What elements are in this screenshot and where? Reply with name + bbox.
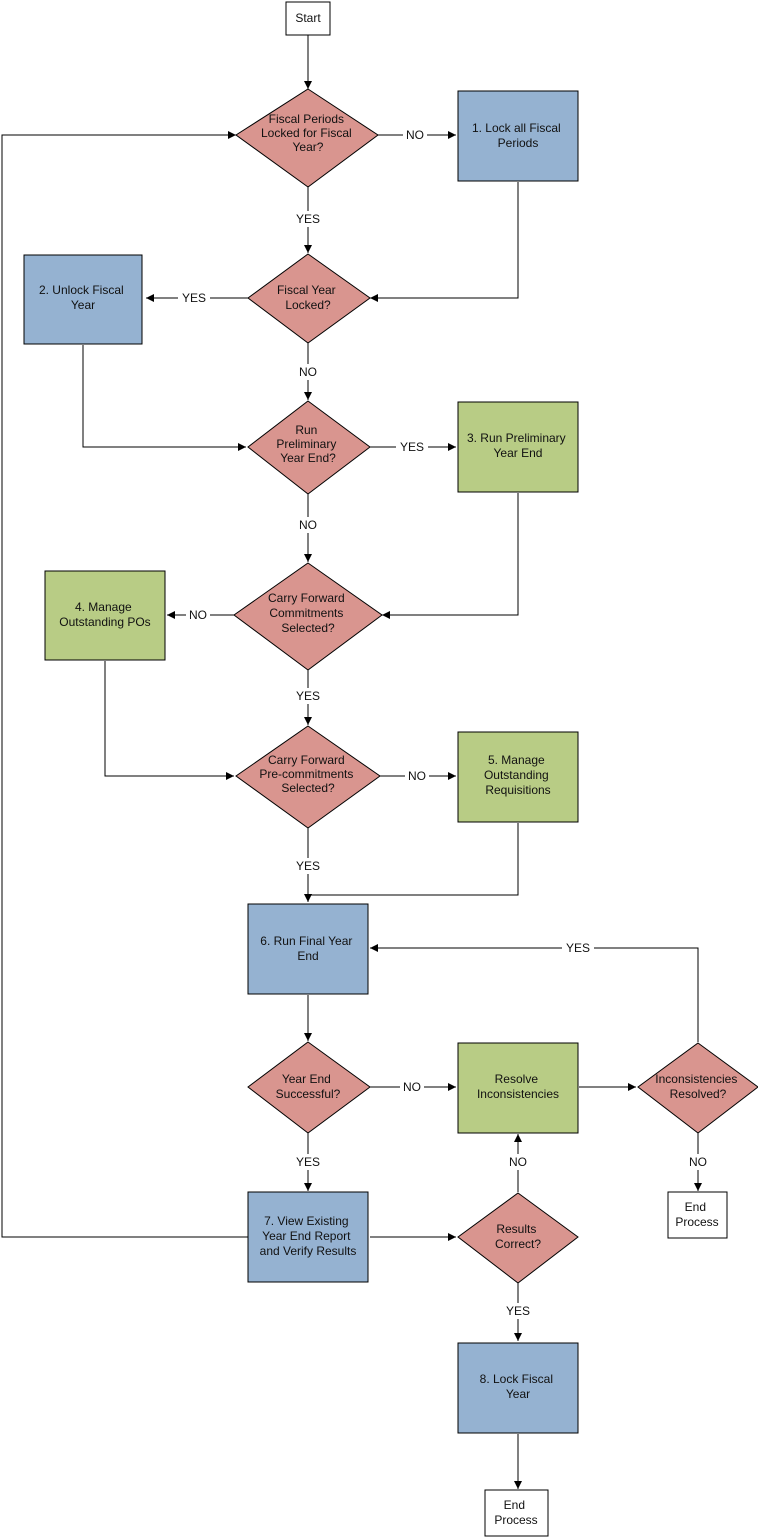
decision-carry-forward-commitments: Carry Forward Commitments Selected? [233,562,383,671]
edge-pos-to-precommitments [104,661,234,780]
svg-text:Year End Successful?: Year End Successful? [276,1072,341,1101]
label-commitments-yes: YES [296,689,320,703]
svg-text:Start: Start [295,11,321,25]
label-fiscal-periods-yes: YES [296,212,320,226]
label-fiscal-periods-no: NO [406,128,424,142]
svg-text:End Process: End Process [675,1200,718,1229]
decision-fiscal-year-locked: Fiscal Year Locked? [247,253,371,344]
label-run-prelim-no: NO [299,518,317,532]
svg-text:Run Preliminary: Run Preliminary Year End? [276,423,339,465]
decision-results-correct: Results Correct? [457,1192,579,1284]
svg-text:Results Correct?: Results Correct? [495,1222,541,1251]
label-precommitments-no: NO [408,769,426,783]
svg-text:1. Lock all Fiscal Per: 1. Lock all Fiscal Periods [472,121,564,150]
label-year-end-success-yes: YES [296,1155,320,1169]
process-resolve-inconsistencies: Resolve Inconsistencies [457,1042,579,1134]
svg-text:7. View Existing Year: 7. View Existing Year End Report and Ver… [260,1214,357,1258]
edge-labels: NO YES YES NO YES NO NO YES NO YES YES N… [178,127,710,1319]
svg-text:6. Run Final Year End: 6. Run Final Year End [260,934,355,963]
label-results-yes: YES [506,1304,530,1318]
start-terminal: Start [285,1,331,36]
nodes: Start Fiscal Periods Locked for Fiscal Y… [23,1,758,1537]
decision-fiscal-periods-locked: Fiscal Periods Locked for Fiscal Year? [235,88,379,188]
decision-inconsistencies-resolved: Inconsistencies Resolved? [637,1042,758,1134]
svg-text:Fiscal Year Locked?: Fiscal Year Locked? [277,283,339,312]
end-process-terminal-1: End Process [667,1191,728,1239]
process-view-year-end-report: 7. View Existing Year End Report and Ver… [247,1191,369,1283]
label-year-end-success-no: NO [403,1080,421,1094]
process-unlock-fiscal-year: 2. Unlock Fiscal Year [23,254,143,345]
process-run-preliminary-year-end: 3. Run Preliminary Year End [457,401,579,493]
svg-text:4. Manage Outstanding: 4. Manage Outstanding POs [59,600,150,629]
process-manage-outstanding-pos: 4. Manage Outstanding POs [44,570,166,661]
label-inconsistencies-no: NO [689,1155,707,1169]
label-fiscal-year-yes: YES [182,291,206,305]
svg-text:8. Lock Fiscal Year: 8. Lock Fiscal Year [480,1372,557,1401]
label-fiscal-year-no: NO [299,365,317,379]
process-run-final-year-end: 6. Run Final Year End [247,903,369,995]
label-results-no: NO [509,1155,527,1169]
decision-run-preliminary-year-end: Run Preliminary Year End? [247,400,371,495]
end-process-terminal-2: End Process [484,1489,549,1537]
edge-prelim-to-commitments [382,493,519,619]
decision-carry-forward-precommitments: Carry Forward Pre-commitments Selected? [235,725,381,829]
svg-text:Resolve Inconsistencie: Resolve Inconsistencies [477,1072,559,1101]
process-lock-fiscal-year: 8. Lock Fiscal Year [457,1342,579,1434]
edge-inconsistencies-yes-loop [370,944,699,1042]
label-commitments-no: NO [189,608,207,622]
edge-requisitions-to-final [308,823,519,896]
svg-text:Fiscal Periods Locked: Fiscal Periods Locked for Fiscal Year? [261,112,355,154]
process-lock-all-fiscal-periods: 1. Lock all Fiscal Periods [457,90,579,182]
label-run-prelim-yes: YES [400,440,424,454]
edge-unlock-to-run-prelim [82,345,246,451]
label-inconsistencies-yes: YES [566,941,590,955]
svg-text:5. Manage Outstanding: 5. Manage Outstanding Requisitions [484,753,552,797]
svg-text:Inconsistencies Resolv: Inconsistencies Resolved? [655,1072,740,1101]
label-precommitments-yes: YES [296,859,320,873]
edge-view-report-loop-back [1,131,248,1238]
svg-text:2. Unlock Fiscal Year: 2. Unlock Fiscal Year [39,283,127,312]
edge-lock-periods-to-fiscal-year [370,182,519,302]
svg-text:Carry Forward Commitme: Carry Forward Commitments Selected? [268,591,348,635]
decision-year-end-successful: Year End Successful? [247,1041,371,1134]
svg-text:3. Run Preliminary Yea: 3. Run Preliminary Year End [467,431,569,460]
svg-text:Carry Forward Pre-comm: Carry Forward Pre-commitments Selected? [259,753,356,795]
process-manage-outstanding-requisitions: 5. Manage Outstanding Requisitions [457,731,579,823]
svg-text:End Process: End Process [494,1498,537,1527]
